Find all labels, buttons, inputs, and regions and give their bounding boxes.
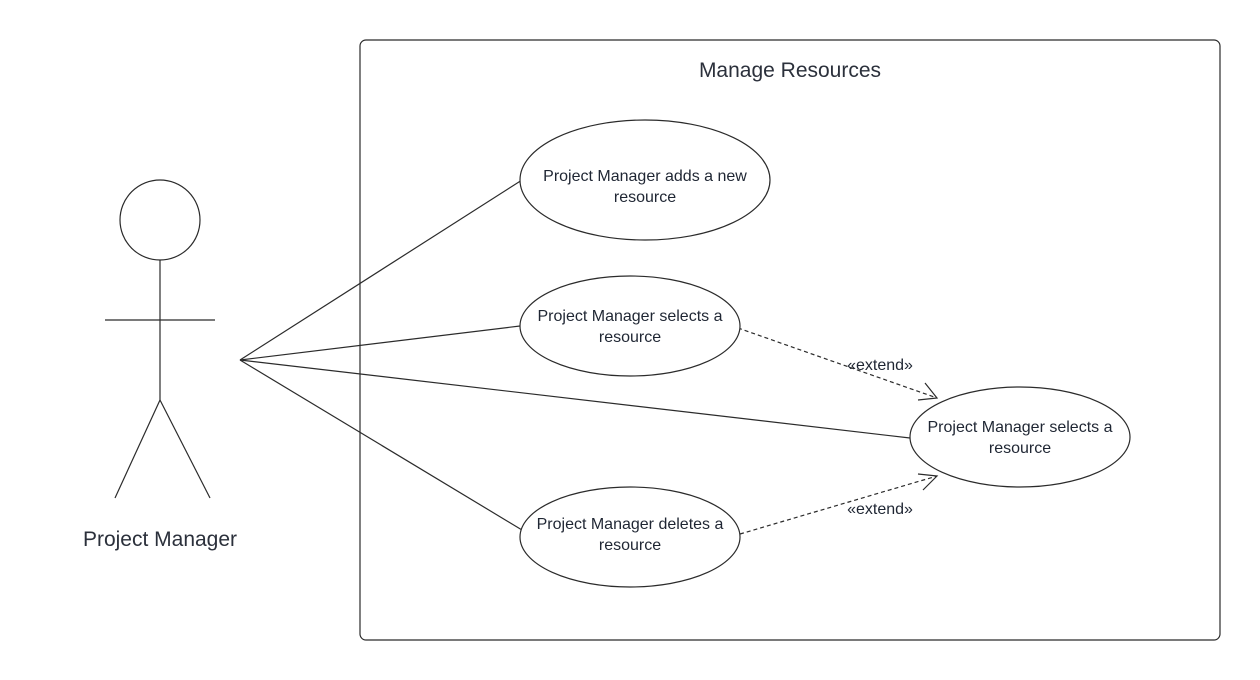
actor-project-manager[interactable]	[105, 179, 215, 499]
association-select-2[interactable]	[239, 359, 911, 439]
actor-left-leg	[114, 399, 161, 499]
use-case-delete-resource[interactable]: Project Manager deletes a resource	[519, 486, 741, 588]
use-case-label-line1: Project Manager selects a	[538, 308, 723, 325]
use-case-label-line1: Project Manager selects a	[928, 419, 1113, 436]
actor-head	[119, 179, 201, 261]
extend-arrowhead-2	[917, 473, 939, 491]
use-case-label-line2: resource	[599, 329, 661, 346]
extend-label-2: «extend»	[847, 501, 913, 518]
extend-arrow-1[interactable]	[737, 327, 938, 399]
system-title: Manage Resources	[699, 59, 881, 82]
use-case-ellipse	[519, 275, 741, 377]
actor-label: Project Manager	[83, 528, 237, 551]
association-delete[interactable]	[239, 359, 523, 531]
extend-arrowhead-1	[917, 382, 939, 401]
use-case-label-line1: Project Manager adds a new	[543, 168, 747, 185]
use-case-label-line2: resource	[599, 537, 661, 554]
use-case-select-resource-extended[interactable]: Project Manager selects a resource	[909, 386, 1131, 488]
use-case-ellipse	[909, 386, 1131, 488]
system-boundary[interactable]	[359, 39, 1221, 641]
use-case-ellipse	[519, 486, 741, 588]
use-case-select-resource[interactable]: Project Manager selects a resource	[519, 275, 741, 377]
actor-right-leg	[159, 399, 211, 499]
extend-arrow-2[interactable]	[739, 475, 938, 535]
use-case-label-line2: resource	[614, 189, 676, 206]
extend-label-1: «extend»	[847, 357, 913, 374]
use-case-label-line2: resource	[989, 440, 1051, 457]
use-case-label-line1: Project Manager deletes a	[537, 516, 724, 533]
use-case-add-resource[interactable]: Project Manager adds a new resource	[519, 119, 771, 241]
use-case-ellipse	[519, 119, 771, 241]
association-select[interactable]	[239, 325, 521, 361]
association-add[interactable]	[239, 179, 523, 361]
